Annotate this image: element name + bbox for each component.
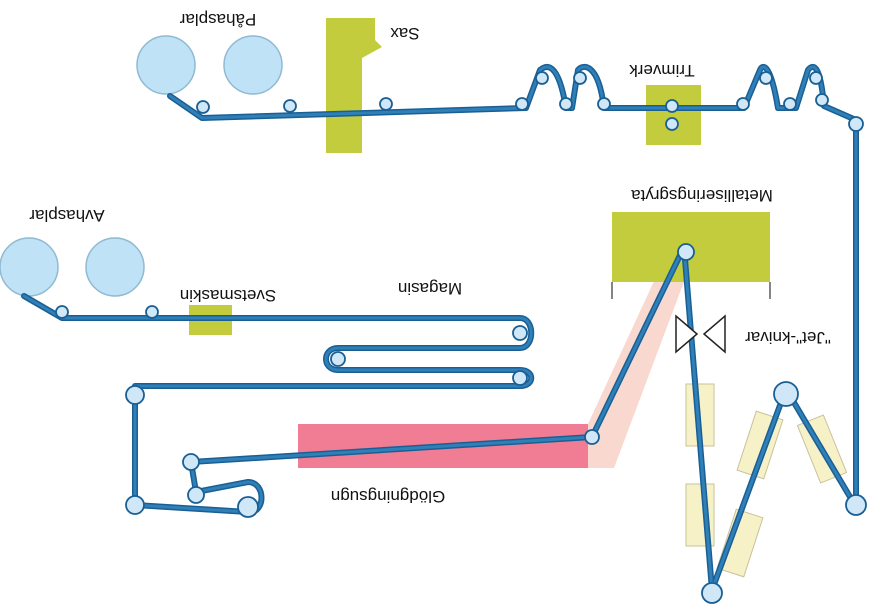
uncoil-coil [0, 237, 59, 297]
label-accumulator: Magasin [398, 279, 462, 298]
pulley [512, 370, 528, 386]
pulley [145, 305, 159, 319]
jet-knife-icon [702, 314, 726, 354]
rewind-coil [136, 35, 196, 95]
pulley [187, 486, 205, 504]
label-uncoilers: Avhasplar [29, 206, 105, 225]
label-tension-leveller: Trimverk [629, 61, 695, 80]
pulley [759, 71, 773, 85]
pulley [845, 494, 867, 516]
pulley [237, 496, 259, 518]
uncoil-coil [85, 237, 145, 297]
tension-leveller [646, 85, 701, 145]
pulley [196, 100, 210, 114]
rewind-coil [223, 35, 283, 95]
label-rewind-coilers: Påhasplar [179, 10, 256, 29]
pulley [125, 495, 145, 515]
pulley [55, 305, 69, 319]
pulley [182, 453, 200, 471]
pulley [535, 71, 549, 85]
pulley [773, 381, 799, 407]
pulleys [55, 71, 867, 604]
pulley [125, 385, 145, 405]
strip-path [21, 63, 859, 593]
pulley [512, 325, 528, 341]
label-welder: Svetsmaskin [180, 286, 276, 305]
label-annealing-furnace: Glödgningsugn [331, 487, 445, 506]
pulley [573, 71, 587, 85]
label-jet-knives: "Jet"-knivar [745, 328, 831, 347]
shear [326, 18, 382, 153]
pulley [783, 97, 797, 111]
label-coating-pot: Metalliseringsgryta [631, 186, 773, 205]
pulley [283, 99, 297, 113]
pulley [515, 97, 529, 111]
pulley [665, 117, 679, 131]
pulley [736, 97, 750, 111]
strip-edge [21, 63, 859, 593]
pulley [559, 97, 573, 111]
pulley [701, 582, 723, 604]
pulley [815, 93, 829, 107]
pulley [584, 429, 600, 445]
strip-core [22, 65, 858, 592]
label-shear: Sax [390, 24, 420, 43]
pulley [597, 97, 611, 111]
pulley [665, 99, 679, 113]
jet-knife-icon [675, 314, 699, 354]
sink-roll [677, 243, 695, 261]
cooler [716, 508, 764, 578]
pulley [330, 351, 346, 367]
pulley [809, 71, 823, 85]
pulley [848, 116, 864, 132]
pulley [379, 97, 393, 111]
